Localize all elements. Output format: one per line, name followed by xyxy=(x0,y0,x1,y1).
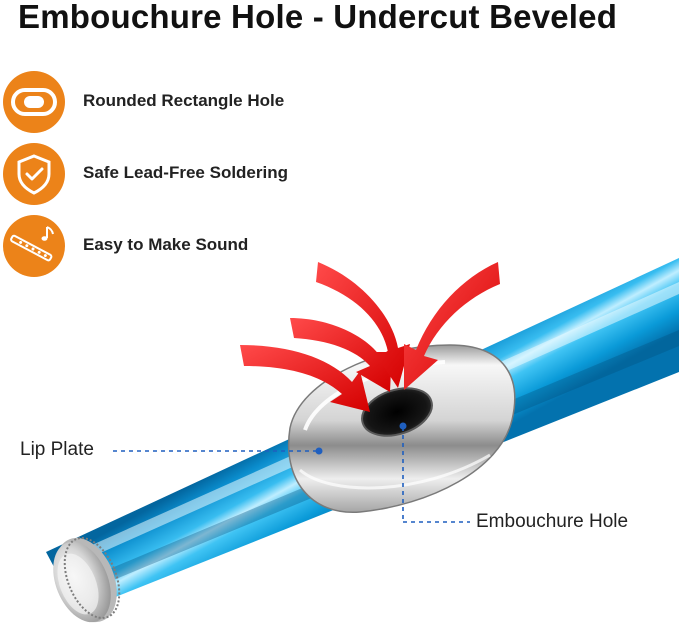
callout-leader-lines xyxy=(113,422,470,523)
embouchure-hole-callout: Embouchure Hole xyxy=(476,511,629,532)
feature-rounded-rectangle-hole: Rounded Rectangle Hole xyxy=(3,71,363,133)
embouchure-hole xyxy=(361,387,433,437)
lip-plate-callout: Lip Plate xyxy=(20,439,94,460)
feature-easy-to-make-sound: Easy to Make Sound xyxy=(3,215,363,277)
feature-label: Rounded Rectangle Hole xyxy=(83,91,285,110)
page-title: Embouchure Hole - Undercut Beveled xyxy=(18,0,618,35)
red-pointer-arrows xyxy=(240,262,500,412)
feature-label: Easy to Make Sound xyxy=(83,235,249,254)
feature-lead-free-soldering: Safe Lead-Free Soldering xyxy=(3,143,363,205)
feature-label: Safe Lead-Free Soldering xyxy=(83,163,288,182)
crown-end-cap xyxy=(53,537,121,623)
shield-check-icon xyxy=(3,143,65,205)
rounded-rectangle-hole-icon xyxy=(3,71,65,133)
flute-music-note-icon xyxy=(3,215,65,277)
